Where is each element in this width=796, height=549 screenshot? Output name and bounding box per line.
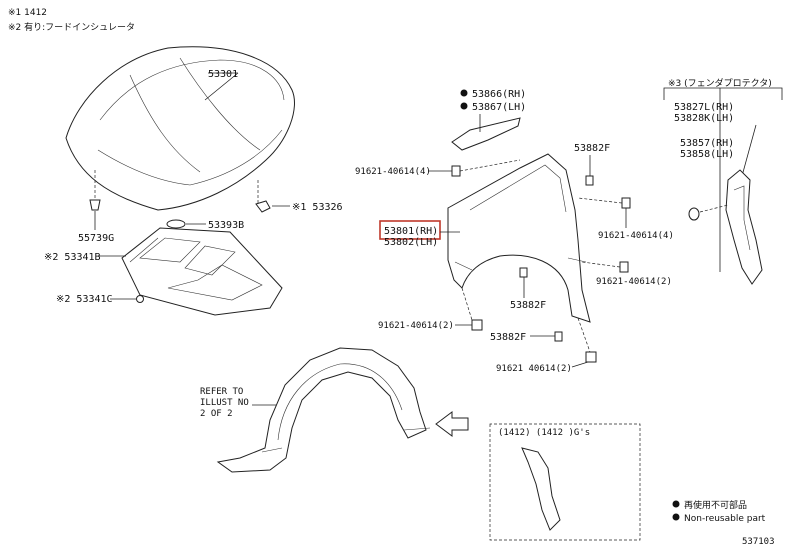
label-insulator-clip: ※2 53341C (56, 294, 113, 305)
label-seal-rh: 53866(RH) (472, 89, 526, 100)
label-protector-lh: 53828K(LH) (674, 113, 734, 124)
label-fender-lh: 53802(LH) (384, 237, 438, 248)
figure-code: 537103 (742, 537, 775, 547)
bolt-a-part[interactable] (451, 165, 461, 177)
legend-en: Non-reusable part (684, 514, 766, 524)
refer-arrow-icon (435, 411, 469, 437)
label-seal-lh: 53867(LH) (472, 102, 526, 113)
label-protector2-lh: 53858(LH) (680, 149, 734, 160)
protector-clip-part[interactable] (688, 207, 700, 221)
non-reusable-mark-icon (460, 89, 468, 97)
legend-mark-icon (672, 513, 680, 521)
protector-title: ※3 (フェンダプロテクタ) (668, 77, 772, 89)
highlight-box (379, 220, 441, 240)
label-bolt-d: 91621-40614(2) (378, 321, 454, 331)
label-clip-low: 53882F (490, 332, 526, 343)
insulator-clip-part[interactable] (136, 295, 144, 303)
clip-mid-part[interactable] (519, 267, 528, 278)
seal-part[interactable] (451, 117, 521, 151)
legend-mark-icon (672, 500, 680, 508)
label-refer-3: 2 OF 2 (200, 409, 233, 419)
label-refer-1: REFER TO (200, 387, 243, 397)
insulator-part[interactable] (121, 227, 283, 316)
legend-jp: 再使用不可部品 (684, 499, 747, 511)
bolt-c-part[interactable] (619, 261, 629, 273)
clip-low-part[interactable] (554, 331, 563, 342)
grommet-part[interactable] (166, 219, 186, 229)
hood-part[interactable] (65, 46, 295, 211)
label-clip-mid: 53882F (510, 300, 546, 311)
label-variant: (1412) (1412 )G's (498, 428, 590, 438)
label-hood-grommet: 53393B (208, 220, 244, 231)
variant-protector-part[interactable] (521, 447, 561, 531)
label-protector2-rh: 53857(RH) (680, 138, 734, 149)
clip-top-part[interactable] (585, 175, 594, 186)
label-bolt-c: 91621-40614(2) (596, 277, 672, 287)
header-note-2: ※2 有り:フードインシュレータ (8, 21, 135, 33)
fender-part[interactable] (447, 153, 591, 323)
label-refer-2: ILLUST NO (200, 398, 249, 408)
label-bolt-b: 91621-40614(4) (598, 231, 674, 241)
label-hood: 53301 (208, 69, 238, 80)
label-protector-rh: 53827L(RH) (674, 102, 734, 113)
header-note-1: ※1 1412 (8, 8, 47, 18)
label-insulator: ※2 53341B (44, 252, 101, 263)
label-fender-rh: 53801(RH) (384, 226, 438, 237)
fender-liner-part[interactable] (216, 347, 431, 473)
hood-clip-part[interactable] (255, 200, 271, 213)
label-bolt-a: 91621-40614(4) (355, 167, 431, 177)
label-clip-top: 53882F (574, 143, 610, 154)
protector-part[interactable] (725, 169, 763, 285)
label-hood-bumper: 55739G (78, 233, 114, 244)
label-hood-clip: ※1 53326 (292, 202, 343, 213)
label-bolt-e: 91621 40614(2) (496, 364, 572, 374)
non-reusable-mark-icon (460, 102, 468, 110)
bolt-b-part[interactable] (621, 197, 631, 209)
bolt-e-part[interactable] (585, 351, 597, 363)
bolt-d-part[interactable] (471, 319, 483, 331)
hood-bumper-part[interactable] (89, 199, 101, 211)
